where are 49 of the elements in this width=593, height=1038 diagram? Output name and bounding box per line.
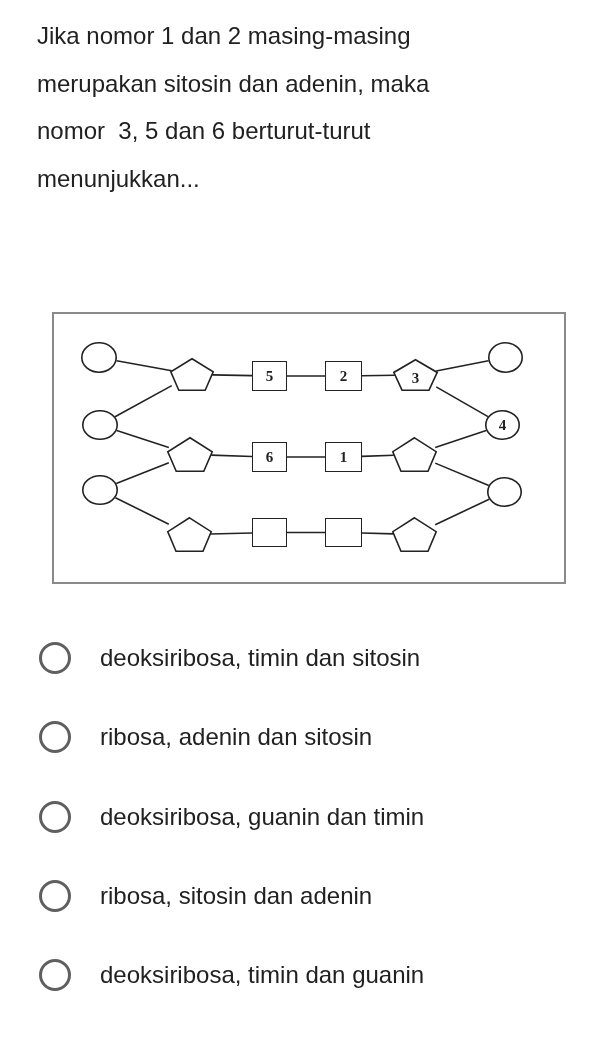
- sugar-pentagon: [170, 358, 214, 391]
- sugar-pentagon: [167, 517, 212, 552]
- answer-option: deoksiribosa, timin dan sitosin: [100, 644, 421, 672]
- answer-option: deoksiribosa, timin dan guanin: [100, 961, 425, 989]
- connector-line: [115, 462, 170, 485]
- connector-line: [115, 359, 173, 372]
- base-square: [252, 442, 287, 472]
- base-square: [325, 361, 362, 391]
- node-number: 2: [339, 368, 348, 384]
- sugar-pentagon: [393, 359, 438, 391]
- base-square: [252, 518, 287, 547]
- connector-line: [210, 454, 253, 458]
- phosphate-circle: [82, 410, 118, 440]
- connector-line: [434, 462, 490, 487]
- connector-line: [286, 375, 326, 377]
- node-number: 5: [265, 368, 274, 384]
- connector-line: [115, 429, 170, 449]
- sugar-pentagon: [392, 517, 437, 552]
- question-text: Jika nomor 1 dan 2 masing-masing merupakan sitosin dan adenin, maka nomor 3, 5 dan 6 berturut-turut menunjukkan...: [37, 21, 431, 194]
- connector-line: [435, 386, 489, 418]
- base-square: [252, 361, 287, 391]
- connector-line: [114, 496, 170, 525]
- phosphate-circle: [485, 410, 520, 440]
- answer-option: ribosa, sitosin dan adenin: [100, 882, 373, 910]
- phosphate-circle: [82, 475, 118, 505]
- connector-line: [434, 429, 487, 449]
- connector-line: [361, 374, 396, 377]
- connector-line: [361, 454, 395, 458]
- base-square: [325, 518, 362, 547]
- connector-line: [114, 384, 173, 418]
- phosphate-circle: [81, 342, 117, 373]
- node-number: 1: [339, 449, 348, 465]
- connector-line: [286, 531, 326, 534]
- base-square: [325, 442, 362, 472]
- connector-line: [286, 456, 326, 458]
- answer-option: ribosa, adenin dan sitosin: [100, 723, 373, 751]
- node-number: 6: [265, 449, 274, 465]
- node-number: 4: [498, 417, 507, 433]
- answer-option: deoksiribosa, guanin dan timin: [100, 803, 425, 831]
- connector-line: [435, 360, 490, 372]
- sugar-pentagon: [167, 437, 213, 472]
- connector-line: [211, 374, 253, 377]
- phosphate-circle: [488, 342, 523, 373]
- node-number: 3: [411, 370, 420, 386]
- sugar-pentagon: [392, 437, 437, 472]
- phosphate-circle: [487, 477, 522, 507]
- connector-line: [361, 532, 395, 535]
- connector-line: [209, 532, 253, 535]
- connector-line: [434, 498, 490, 526]
